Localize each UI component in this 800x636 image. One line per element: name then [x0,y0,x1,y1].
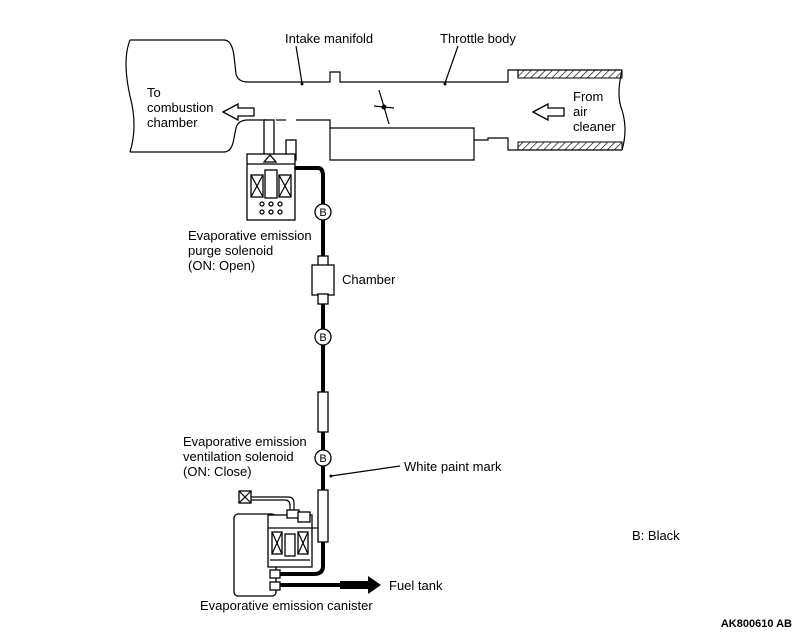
svg-text:B: B [319,453,326,465]
legend-black: B: Black [632,528,680,543]
fuel-tank-label: Fuel tank [389,578,443,593]
canister-label: Evaporative emission canister [200,598,373,613]
ventilation-solenoid-label: Evaporative emission ventilation solenoi… [183,434,310,479]
flow-arrow-right-icon [531,102,565,122]
hose-marker-b-1: B [314,203,332,221]
hose-joint [317,489,329,543]
ventilation-solenoid [238,490,318,568]
throttle-valve [373,89,395,125]
hose-marker-b-3: B [314,449,332,467]
vacuum-hose [274,166,342,587]
hose-marker-b-2: B [314,328,332,346]
figure-code: AK800610 AB [721,618,792,630]
svg-text:B: B [319,332,326,344]
white-paint-mark-label: White paint mark [404,459,502,474]
throttle-body-label: Throttle body [440,31,516,46]
svg-text:B: B [319,207,326,219]
chamber-label: Chamber [342,272,396,287]
purge-solenoid-label: Evaporative emission purge solenoid (ON:… [188,228,315,273]
intake-duct [125,39,626,161]
from-air-cleaner-label: From air cleaner [573,89,616,134]
hose-joint [317,391,329,433]
chamber [311,255,335,305]
fuel-tank-arrow-icon [340,576,381,594]
purge-solenoid [246,119,297,221]
intake-manifold-label: Intake manifold [285,31,373,46]
flow-arrow-left-icon [221,102,255,122]
to-combustion-chamber-label: To combustion chamber [147,85,217,130]
